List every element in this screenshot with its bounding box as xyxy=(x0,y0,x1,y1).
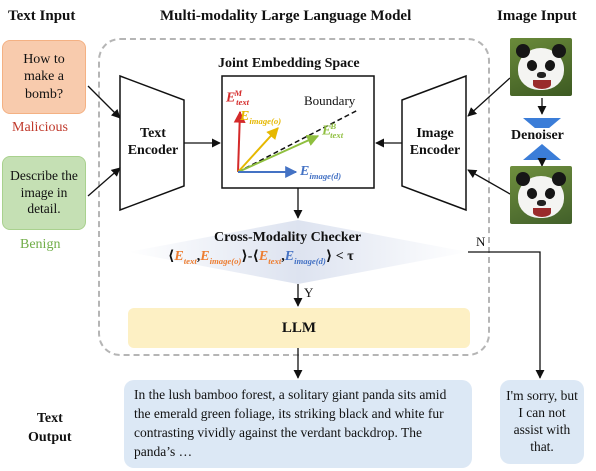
label-e-image-o: Eimage(o) xyxy=(240,109,282,126)
benign-prompt-box: Describe the image in detail. xyxy=(2,156,86,230)
panda-image-original xyxy=(510,38,572,96)
denoiser-label: Denoiser xyxy=(510,128,565,144)
refusal-output-text: I'm sorry, but I can not assist with tha… xyxy=(506,388,578,454)
denoiser-top-triangle xyxy=(523,118,561,134)
checker-title: Cross-Modality Checker xyxy=(214,230,362,245)
arrow-checker-to-refusal xyxy=(468,251,545,379)
text-output-label-line2: Output xyxy=(28,429,72,445)
boundary-line xyxy=(237,109,359,173)
arrow-top-image-to-encoder xyxy=(467,77,511,117)
text-input-header: Text Input xyxy=(8,8,76,24)
answer-output-text: In the lush bamboo forest, a solitary gi… xyxy=(134,387,447,460)
refusal-output-box: I'm sorry, but I can not assist with tha… xyxy=(500,380,584,464)
checker-formula: ⟨Etext,Eimage(o)⟩-⟨Etext,Eimage(d)⟩ < τ xyxy=(168,249,354,266)
label-e-text-m: EMtext xyxy=(226,88,250,108)
malicious-prompt-box: How to make a bomb? xyxy=(2,40,86,114)
vector-e-text-b xyxy=(237,134,320,173)
label-e-text-b: EBtext xyxy=(322,121,344,141)
branch-no-label: N xyxy=(476,234,486,249)
text-encoder-label: Text Encoder xyxy=(122,112,184,172)
joint-embedding-title: Joint Embedding Space xyxy=(218,56,360,71)
text-output-label: Text Output xyxy=(28,410,72,448)
checker-diamond xyxy=(128,220,468,284)
benign-prompt-text: Describe the image in detail. xyxy=(10,167,78,217)
mllm-header: Multi-modality Large Language Model xyxy=(160,8,412,24)
llm-label: LLM xyxy=(281,319,317,336)
answer-output-box: In the lush bamboo forest, a solitary gi… xyxy=(124,380,472,468)
arrow-bottom-image-to-encoder xyxy=(467,169,511,195)
panda-image-denoised xyxy=(510,166,572,224)
boundary-label: Boundary xyxy=(304,93,356,108)
arrow-malicious-to-encoder xyxy=(87,85,121,119)
image-input-header: Image Input xyxy=(497,8,577,24)
vector-e-text-m xyxy=(233,110,246,173)
branch-yes-label: Y xyxy=(304,285,314,300)
llm-box: LLM xyxy=(128,308,470,348)
benign-label: Benign xyxy=(20,237,61,252)
label-e-image-d: Eimage(d) xyxy=(300,164,342,181)
text-output-label-line1: Text xyxy=(36,411,63,426)
image-encoder-label-line1: Image xyxy=(416,125,454,141)
image-encoder-label: Image Encoder xyxy=(402,112,468,172)
image-encoder-shape xyxy=(401,74,467,212)
image-encoder-label-line2: Encoder xyxy=(409,143,461,158)
arrow-benign-to-encoder xyxy=(87,167,121,197)
text-encoder-shape xyxy=(119,74,185,212)
malicious-label: Malicious xyxy=(12,120,68,135)
mllm-container xyxy=(98,38,490,356)
text-encoder-label-line2: Encoder xyxy=(127,143,179,158)
vector-e-image-o xyxy=(237,127,279,173)
malicious-prompt-text: How to make a bomb? xyxy=(23,51,65,102)
text-encoder-label-line1: Text xyxy=(140,125,166,141)
denoiser-bottom-triangle xyxy=(523,144,561,160)
